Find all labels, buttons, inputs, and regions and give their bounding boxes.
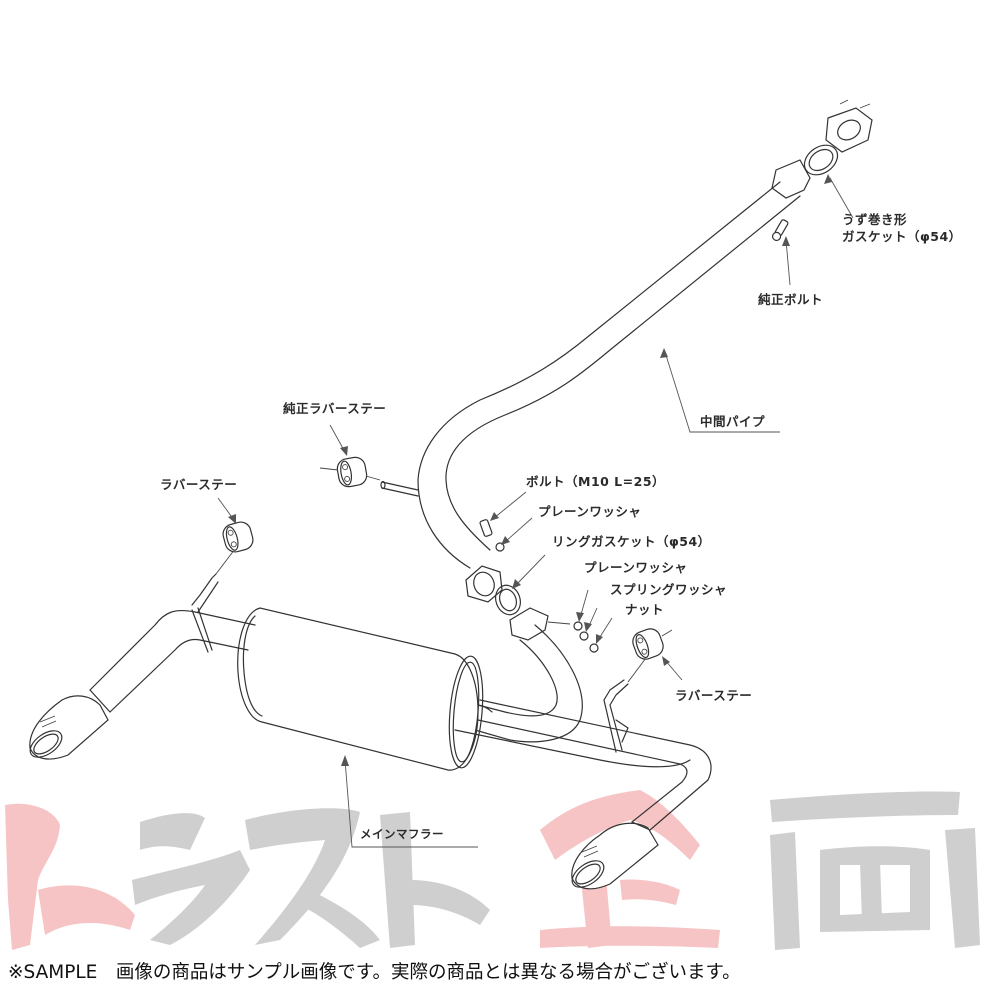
label-rubber-stay-right: ラバーステー bbox=[675, 688, 753, 703]
sample-disclaimer: ※SAMPLE 画像の商品はサンプル画像です。実際の商品とは異なる場合がございま… bbox=[8, 962, 741, 983]
bolt-and-washer bbox=[479, 519, 505, 552]
oem-rubber-stay bbox=[319, 456, 419, 497]
label-ring-gasket: リングガスケット（φ54） bbox=[552, 534, 711, 549]
label-nut: ナット bbox=[625, 602, 665, 617]
center-pipe bbox=[417, 159, 811, 569]
label-oem-rubber-stay: 純正ラバーステー bbox=[283, 401, 387, 416]
label-plain-washer-1: プレーンワッシャ bbox=[538, 504, 642, 519]
label-oem-bolt: 純正ボルト bbox=[758, 292, 824, 307]
label-plain-washer-2: プレーンワッシャ bbox=[584, 560, 688, 575]
left-hanger bbox=[191, 521, 254, 653]
front-flange bbox=[825, 99, 873, 153]
right-hanger bbox=[603, 628, 673, 753]
label-spiral-gasket-line1: うず巻き形 bbox=[842, 212, 908, 227]
label-bolt: ボルト（M10 L=25） bbox=[526, 474, 666, 489]
leader-lines bbox=[217, 174, 854, 848]
label-spiral-gasket: うず巻き形 ガスケット（φ54） bbox=[842, 212, 962, 246]
right-tail-pipe bbox=[477, 699, 712, 890]
mid-flange bbox=[465, 565, 503, 603]
label-center-pipe: 中間パイプ bbox=[700, 414, 766, 429]
label-rubber-stay-left: ラバーステー bbox=[160, 477, 238, 492]
main-muffler bbox=[237, 607, 691, 771]
left-tail-pipe bbox=[29, 609, 256, 760]
label-spiral-gasket-line2: ガスケット（φ54） bbox=[842, 228, 962, 244]
ring-gasket bbox=[495, 584, 521, 616]
nut-washers bbox=[547, 621, 599, 653]
label-main-muffler: メインマフラー bbox=[360, 827, 444, 841]
label-spring-washer: スプリングワッシャ bbox=[610, 582, 728, 597]
